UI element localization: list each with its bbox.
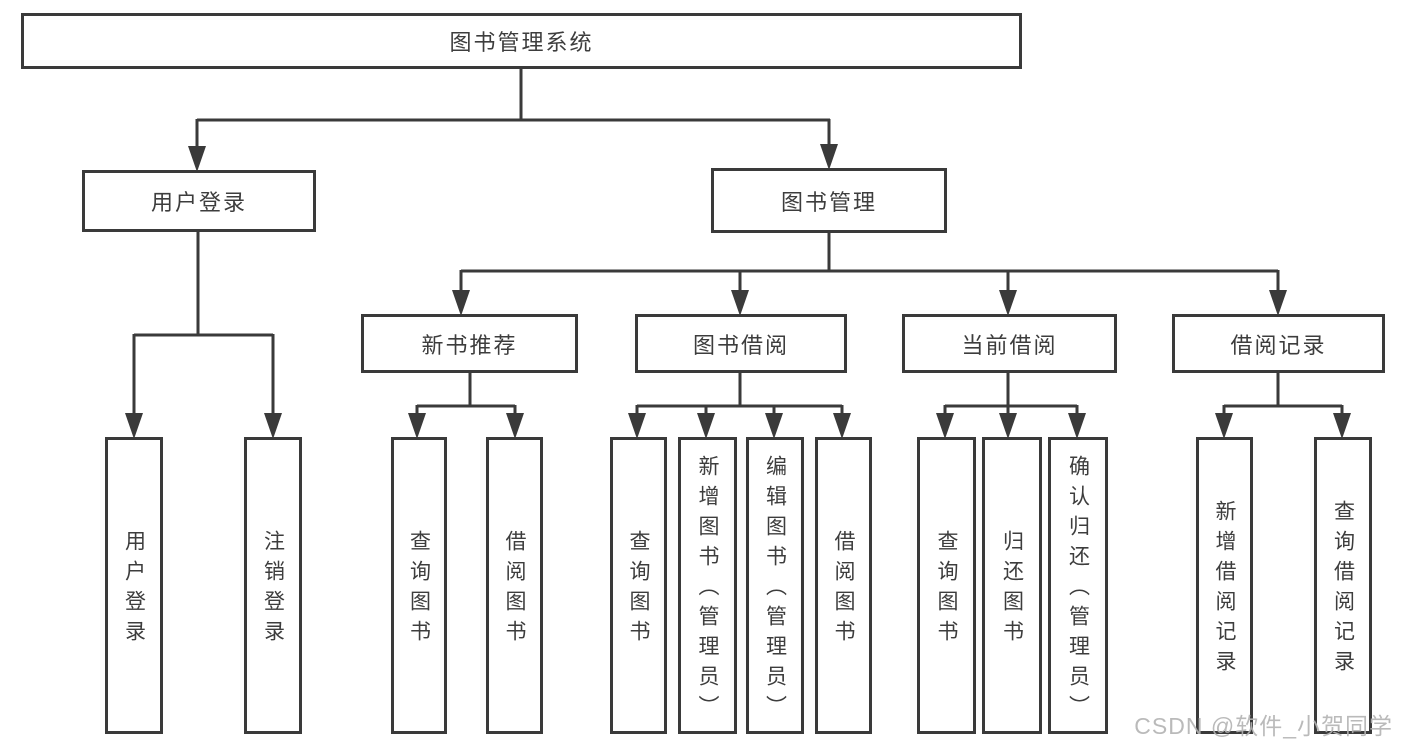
- leaf-return-books: 归还图书: [982, 437, 1042, 734]
- leaf-user-login: 用户登录: [105, 437, 163, 734]
- leaf-logout-label: 注销登录: [261, 530, 285, 650]
- node-book-management-label: 图书管理: [780, 189, 877, 215]
- node-book-borrowing-label: 图书借阅: [692, 332, 789, 358]
- leaf-query-books-recommend: 查询图书: [391, 437, 447, 734]
- arrowheads: [125, 144, 1351, 439]
- node-new-book-recommend: 新书推荐: [361, 314, 578, 373]
- leaf-borrow-books-recommend-label: 借阅图书: [503, 530, 526, 650]
- node-current-borrowing: 当前借阅: [902, 314, 1117, 373]
- leaf-query-books-recommend-label: 查询图书: [407, 530, 431, 650]
- node-current-borrowing-label: 当前借阅: [961, 332, 1058, 358]
- leaf-borrow-books: 借阅图书: [815, 437, 872, 734]
- leaf-logout: 注销登录: [244, 437, 302, 734]
- leaf-add-borrow-record-label: 新增借阅记录: [1213, 500, 1236, 680]
- leaf-edit-books-admin: 编辑图书（管理员）: [746, 437, 804, 734]
- leaf-query-borrow-record-label: 查询借阅记录: [1331, 500, 1355, 680]
- node-new-book-recommend-label: 新书推荐: [421, 332, 518, 358]
- leaf-add-books-admin: 新增图书（管理员）: [678, 437, 737, 734]
- connector-stems: [132, 69, 1344, 414]
- watermark: CSDN @软件_小贺同学: [1134, 713, 1393, 739]
- leaf-query-books-current: 查询图书: [917, 437, 976, 734]
- node-book-management: 图书管理: [711, 168, 947, 233]
- leaf-confirm-return-admin: 确认归还（管理员）: [1048, 437, 1108, 734]
- node-book-borrowing: 图书借阅: [635, 314, 847, 373]
- leaf-query-books-current-label: 查询图书: [935, 530, 958, 650]
- leaf-add-borrow-record: 新增借阅记录: [1196, 437, 1253, 734]
- leaf-query-books-borrow-label: 查询图书: [627, 530, 650, 650]
- leaf-borrow-books-recommend: 借阅图书: [486, 437, 543, 734]
- leaf-query-borrow-record: 查询借阅记录: [1314, 437, 1372, 734]
- leaf-confirm-return-admin-label: 确认归还（管理员）: [1066, 455, 1090, 725]
- node-borrowing-records-label: 借阅记录: [1230, 332, 1327, 358]
- node-user-login-label: 用户登录: [150, 190, 247, 215]
- leaf-edit-books-admin-label: 编辑图书（管理员）: [763, 455, 787, 725]
- node-root: 图书管理系统: [21, 13, 1022, 69]
- leaf-add-books-admin-label: 新增图书（管理员）: [696, 455, 719, 725]
- node-root-label: 图书管理系统: [449, 30, 594, 55]
- leaf-borrow-books-label: 借阅图书: [832, 530, 855, 650]
- leaf-return-books-label: 归还图书: [1000, 530, 1024, 650]
- node-borrowing-records: 借阅记录: [1172, 314, 1385, 373]
- leaf-query-books-borrow: 查询图书: [610, 437, 667, 734]
- leaf-user-login-label: 用户登录: [122, 530, 146, 650]
- node-user-login: 用户登录: [82, 170, 316, 232]
